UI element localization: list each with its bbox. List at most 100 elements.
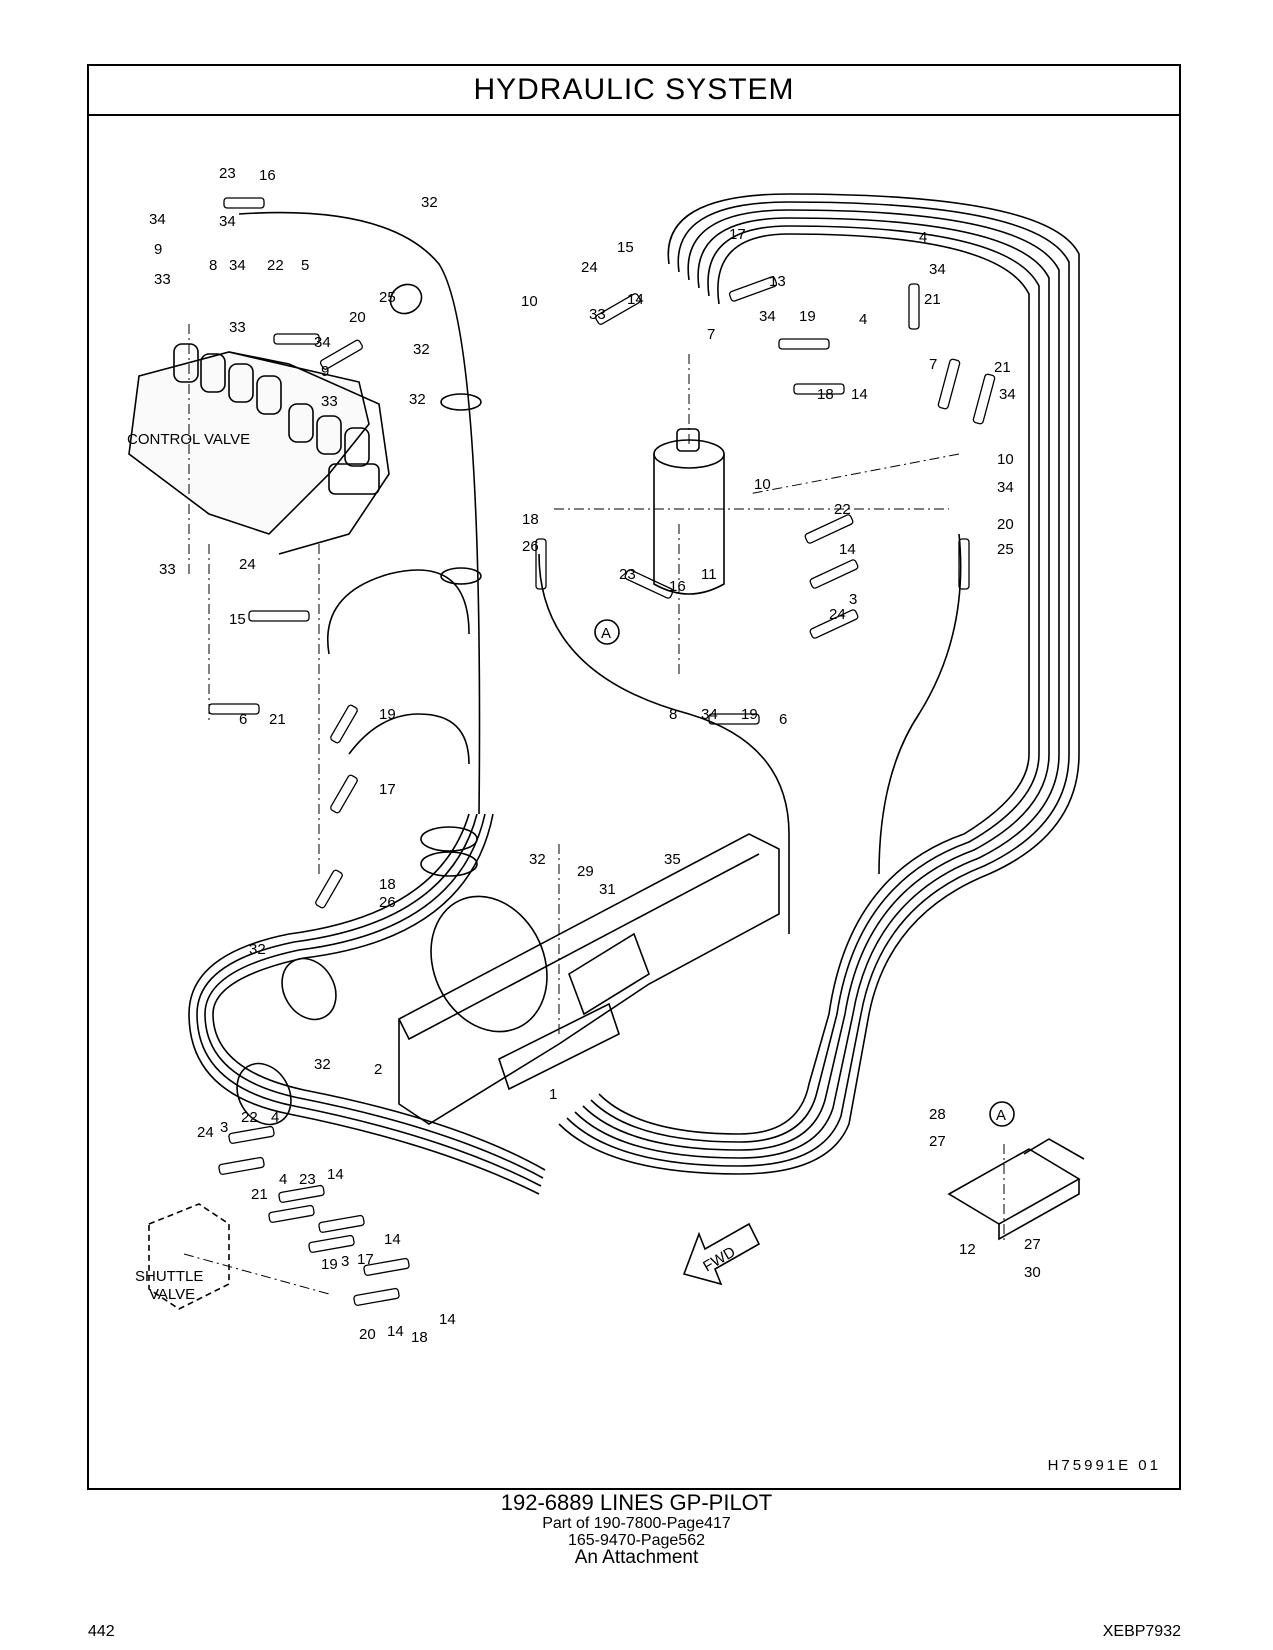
- callout: 1: [549, 1086, 557, 1103]
- callout-numbers: 23 16 34 34 32 9 33 8 34 22 5 25 20 33 3…: [149, 165, 1041, 1346]
- callout: 4: [279, 1171, 287, 1188]
- callout: 22: [241, 1109, 258, 1126]
- hose-bundle: [188, 193, 1080, 1195]
- callout: 35: [664, 851, 681, 868]
- hose-clamps: [236, 283, 548, 1126]
- callout: 34: [229, 257, 246, 274]
- callout: 32: [249, 941, 266, 958]
- title-bar: HYDRAULIC SYSTEM: [89, 66, 1179, 116]
- callout: 3: [220, 1119, 228, 1136]
- callout: 10: [997, 451, 1014, 468]
- callout: 32: [529, 851, 546, 868]
- callout: 29: [577, 863, 594, 880]
- view-a-label-plate: A: [996, 1107, 1006, 1124]
- callout: 23: [619, 566, 636, 583]
- drawing-id: H75991E 01: [1047, 1457, 1161, 1474]
- callout: 20: [997, 516, 1014, 533]
- view-a-label: A: [601, 625, 611, 642]
- part-title: 192-6889 LINES GP-PILOT: [500, 1490, 773, 1515]
- callout: 21: [924, 291, 941, 308]
- callout: 12: [959, 1241, 976, 1258]
- assembly-lines: [183, 324, 1005, 1295]
- callout: 7: [929, 356, 937, 373]
- callout: 32: [314, 1056, 331, 1073]
- callout: 33: [589, 306, 606, 323]
- callout: 23: [299, 1171, 316, 1188]
- callout: 19: [741, 706, 758, 723]
- callout: 21: [251, 1186, 268, 1203]
- callout: 30: [1024, 1264, 1041, 1281]
- document-code: XEBP7932: [1102, 1623, 1181, 1640]
- control-valve-label: CONTROL VALVE: [127, 431, 250, 448]
- second-reference: 165-9470-Page562: [567, 1532, 705, 1549]
- callout: 31: [599, 881, 616, 898]
- shuttle-valve-body: [148, 1203, 230, 1310]
- page-number: 442: [88, 1623, 115, 1640]
- callout: 22: [834, 501, 851, 518]
- callout: 15: [229, 611, 246, 628]
- callout: 34: [149, 211, 166, 228]
- callout: 18: [379, 876, 396, 893]
- callout: 2: [374, 1061, 382, 1078]
- callout: 14: [384, 1231, 401, 1248]
- callout: 33: [154, 271, 171, 288]
- callout: 32: [413, 341, 430, 358]
- callout: 14: [439, 1311, 456, 1328]
- callout: 34: [701, 706, 718, 723]
- callout: 4: [859, 311, 867, 328]
- callout: 22: [267, 257, 284, 274]
- callout: 14: [627, 291, 644, 308]
- callout: 3: [341, 1253, 349, 1270]
- callout: 18: [817, 386, 834, 403]
- callout: 9: [154, 241, 162, 258]
- callout: 9: [321, 363, 329, 380]
- callout: 24: [197, 1124, 214, 1141]
- callout: 3: [849, 591, 857, 608]
- callout: 19: [799, 308, 816, 325]
- callout: 26: [379, 894, 396, 911]
- callout: 17: [357, 1251, 374, 1268]
- callout: 21: [994, 359, 1011, 376]
- callout: 18: [411, 1329, 428, 1346]
- callout: 15: [617, 239, 634, 256]
- callout: 14: [839, 541, 856, 558]
- view-a-marker-plate: [989, 1101, 1015, 1127]
- callout: 24: [829, 606, 846, 623]
- page-title: HYDRAULIC SYSTEM: [473, 73, 795, 106]
- callout: 34: [759, 308, 776, 325]
- callout: 27: [929, 1133, 946, 1150]
- callout: 17: [729, 226, 746, 243]
- callout: 25: [997, 541, 1014, 558]
- callout: 23: [219, 165, 236, 182]
- callout: 16: [259, 167, 276, 184]
- callout: 8: [209, 257, 217, 274]
- callout: 34: [219, 213, 236, 230]
- callout: 20: [359, 1326, 376, 1343]
- callout: 7: [707, 326, 715, 343]
- callout: 14: [851, 386, 868, 403]
- callout: 24: [581, 259, 598, 276]
- callout: 26: [522, 538, 539, 555]
- callout: 32: [409, 391, 426, 408]
- attachment-note: An Attachment: [574, 1547, 699, 1568]
- callout: 33: [159, 561, 176, 578]
- callout: 19: [379, 706, 396, 723]
- fwd-arrow: [682, 1222, 761, 1286]
- callout: 4: [919, 229, 927, 246]
- callout: 11: [701, 566, 717, 583]
- control-valve-body: [128, 343, 390, 555]
- mounting-plate: [947, 1138, 1085, 1241]
- callout: 4: [271, 1109, 279, 1126]
- callout: 33: [229, 319, 246, 336]
- callout: 6: [779, 711, 787, 728]
- callout: 34: [929, 261, 946, 278]
- shuttle-valve-label-line1: SHUTTLE: [135, 1268, 203, 1285]
- callout: 24: [239, 556, 256, 573]
- callout: 34: [997, 479, 1014, 496]
- callout: 34: [314, 334, 331, 351]
- hose-fittings: [208, 197, 996, 1306]
- callout: 20: [349, 309, 366, 326]
- callout: 13: [769, 273, 786, 290]
- callout: 14: [387, 1323, 404, 1340]
- callout: 28: [929, 1106, 946, 1123]
